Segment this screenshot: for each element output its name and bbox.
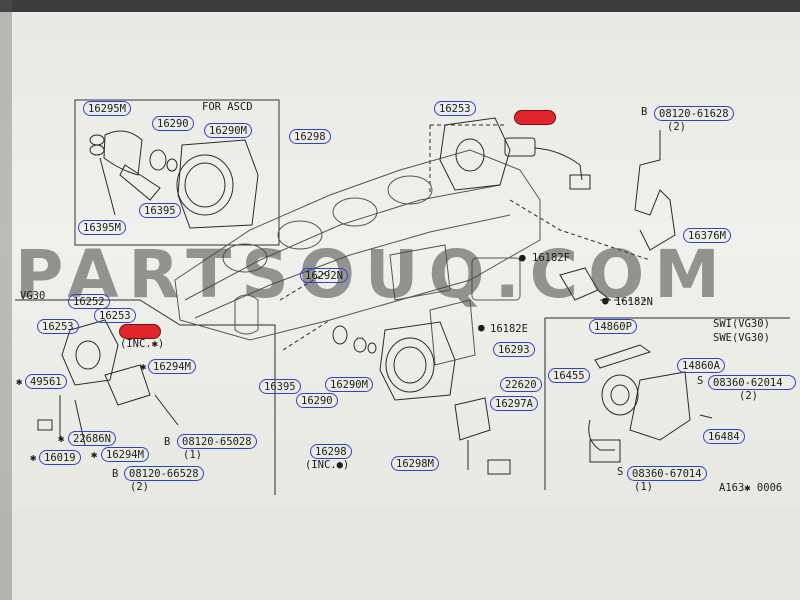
callout-16294m[interactable]: 16294M bbox=[148, 359, 196, 374]
label-16182f[interactable]: 16182F bbox=[532, 252, 570, 264]
star-marker: ✱ bbox=[30, 452, 37, 464]
callout-16252[interactable]: 16252 bbox=[68, 294, 110, 309]
callout-16253[interactable]: 16253 bbox=[434, 101, 476, 116]
callout-22686n[interactable]: 22686N bbox=[68, 431, 116, 446]
note-qty: (2) bbox=[130, 481, 149, 493]
note-qty: (2) bbox=[739, 390, 758, 402]
region-label-vg30: VG30 bbox=[20, 290, 46, 302]
callout-08360-67014[interactable]: 08360-67014 bbox=[627, 466, 707, 481]
callout-16376m[interactable]: 16376M bbox=[683, 228, 731, 243]
note-qty: (2) bbox=[667, 121, 686, 133]
bolt-marker-b: B bbox=[112, 468, 119, 480]
callout-16298m[interactable]: 16298M bbox=[391, 456, 439, 471]
idle-control-valve bbox=[588, 344, 713, 463]
callout-08120-61628[interactable]: 08120-61628 bbox=[654, 106, 734, 121]
callout-16395[interactable]: 16395 bbox=[139, 203, 181, 218]
callout-08120-66528[interactable]: 08120-66528 bbox=[124, 466, 204, 481]
star-marker: ✱ bbox=[91, 449, 98, 461]
callout-16290m[interactable]: 16290M bbox=[204, 123, 252, 138]
dot-marker: ● bbox=[478, 321, 485, 334]
callout-16298[interactable]: 16298 bbox=[289, 129, 331, 144]
region-label-swi: SWI(VG30) bbox=[713, 318, 770, 330]
note-qty: (1) bbox=[634, 481, 653, 493]
note-inc-dot: (INC.●) bbox=[305, 459, 350, 471]
bolt-marker-b: B bbox=[164, 436, 171, 448]
throttle-sensor-assembly bbox=[439, 117, 676, 301]
star-marker: ✱ bbox=[16, 376, 23, 388]
label-16182n[interactable]: 16182N bbox=[615, 296, 653, 308]
note-inc-star: (INC.✱) bbox=[120, 338, 165, 350]
callout-16290[interactable]: 16290 bbox=[152, 116, 194, 131]
callout-16253[interactable]: 16253 bbox=[94, 308, 136, 323]
callout-16455[interactable]: 16455 bbox=[548, 368, 590, 383]
callout-16395m[interactable]: 16395M bbox=[78, 220, 126, 235]
center-throttle-body bbox=[332, 321, 511, 475]
callout-highlighted-part[interactable]: 16296 bbox=[514, 110, 556, 125]
diagram-code: A163✱ 0006 bbox=[719, 482, 783, 494]
vg30-sensor-assembly bbox=[37, 319, 179, 446]
dot-marker: ● bbox=[602, 294, 609, 307]
callout-08360-62014[interactable]: 08360-62014 bbox=[708, 375, 796, 390]
ascd-throttle-parts bbox=[89, 130, 259, 229]
callout-08120-65028[interactable]: 08120-65028 bbox=[177, 434, 257, 449]
screw-marker-s: S bbox=[697, 375, 704, 387]
star-marker: ✱ bbox=[58, 433, 65, 445]
region-label-swe: SWE(VG30) bbox=[713, 332, 770, 344]
region-label-ascd: FOR ASCD bbox=[202, 101, 253, 113]
watermark: PARTSOUQ.COM bbox=[15, 236, 730, 313]
note-qty: (1) bbox=[183, 449, 202, 461]
callout-16484[interactable]: 16484 bbox=[703, 429, 745, 444]
label-16182e[interactable]: 16182E bbox=[490, 323, 528, 335]
callout-16290m[interactable]: 16290M bbox=[325, 377, 373, 392]
bolt-marker-b: B bbox=[641, 106, 648, 118]
callout-16290[interactable]: 16290 bbox=[296, 393, 338, 408]
callout-14860p[interactable]: 14860P bbox=[589, 319, 637, 334]
callout-49561[interactable]: 49561 bbox=[25, 374, 67, 389]
callout-16294m[interactable]: 16294M bbox=[101, 447, 149, 462]
callout-14860a[interactable]: 14860A bbox=[677, 358, 725, 373]
engine-block-outline bbox=[174, 149, 541, 366]
callout-16297a[interactable]: 16297A bbox=[490, 396, 538, 411]
callout-16395[interactable]: 16395 bbox=[259, 379, 301, 394]
callout-16253[interactable]: 16253 bbox=[37, 319, 79, 334]
star-marker: ✱ bbox=[140, 361, 147, 373]
callout-16298[interactable]: 16298 bbox=[310, 444, 352, 459]
callout-16293[interactable]: 16293 bbox=[493, 342, 535, 357]
callout-highlighted-part[interactable]: 16251 bbox=[119, 324, 161, 339]
dot-marker: ● bbox=[519, 251, 526, 264]
screw-marker-s: S bbox=[617, 466, 624, 478]
callout-16295m[interactable]: 16295M bbox=[83, 101, 131, 116]
callout-22620[interactable]: 22620 bbox=[500, 377, 542, 392]
callout-16019[interactable]: 16019 bbox=[39, 450, 81, 465]
callout-16292n[interactable]: 16292N bbox=[300, 268, 348, 283]
